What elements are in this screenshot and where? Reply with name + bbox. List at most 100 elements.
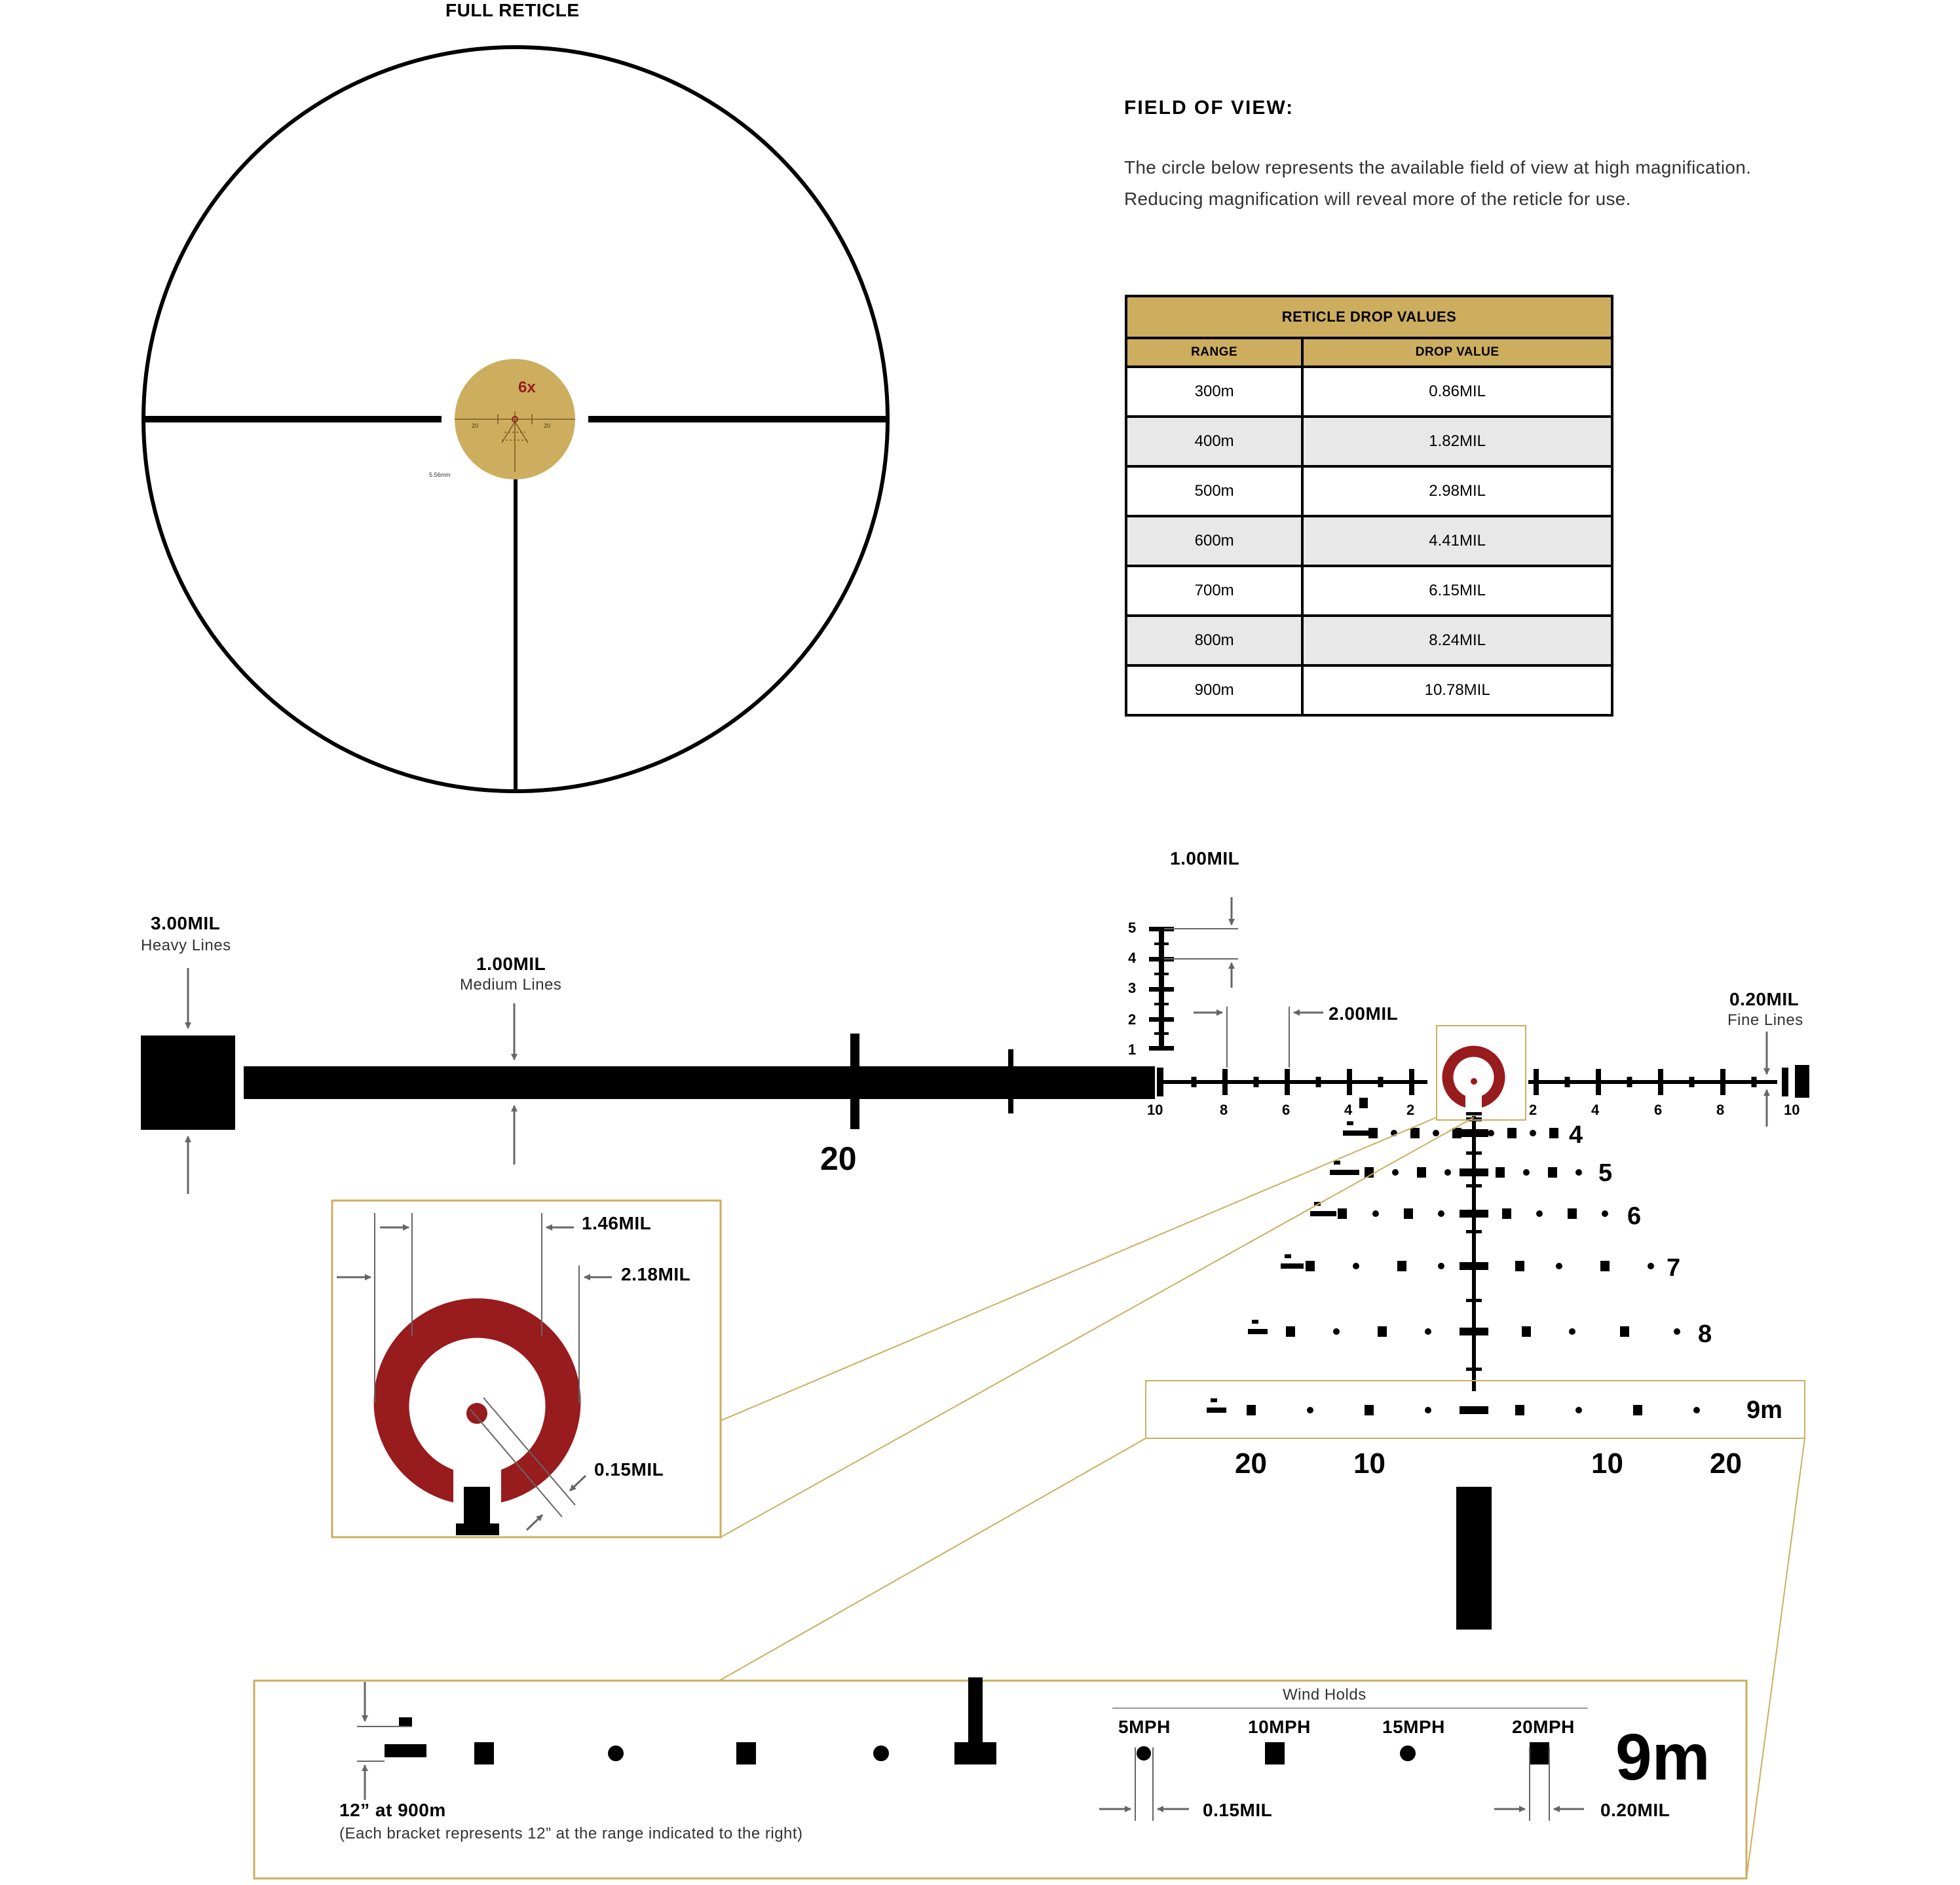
fine-line-label: Fine Lines [1727,1011,1803,1029]
drop-row-dot [1523,1169,1530,1176]
fine-horizontal-right [1528,1080,1777,1084]
right-scale-8: 8 [1716,1102,1725,1118]
vertical-stadia-minor [1154,1032,1169,1035]
wind-speed-5mph: 5MPH [1118,1717,1171,1737]
vertical-stadia-tick [1149,957,1174,961]
drop-row-square [1452,1128,1461,1138]
drop-row-dot [1556,1263,1562,1269]
vertical-scale-5: 5 [1128,920,1137,936]
drop-row-label-6: 6 [1627,1203,1642,1230]
drop-row-bracket [1330,1170,1359,1175]
full-reticle-title: FULL RETICLE [445,0,580,20]
drop-row-square [1378,1326,1387,1337]
caliber-label: 5.56mm [429,472,451,478]
wind-hold-box [253,1380,1805,1880]
drop-row-dot [1693,1407,1700,1413]
drop-row-square [1515,1405,1524,1415]
center-drop-tick [1466,1299,1482,1302]
drop-row-bracket [1343,1130,1376,1136]
zoom-box-frame [331,1199,722,1539]
drop-row-square [1515,1261,1524,1271]
wind-scale-right-10: 10 [1591,1447,1623,1480]
drop-row-dot [1438,1263,1444,1269]
drop-row-square [1633,1405,1642,1415]
drop-row-square [1507,1128,1517,1138]
drop-value: 4.41MIL [1301,515,1613,567]
drop-table-title: RETICLE DROP VALUES [1125,295,1613,339]
drop-row-square [1522,1326,1531,1337]
right-scale-6: 6 [1654,1102,1663,1118]
wind-scale-right-20: 20 [1710,1447,1742,1480]
center-horseshoe-large [373,1298,581,1502]
center-drop-tick [1466,1151,1482,1155]
drop-row-dot [1674,1328,1680,1335]
drop-value: 10.78MIL [1301,664,1613,717]
wind-speed-10mph: 10MPH [1248,1717,1311,1737]
bracket-title: 12” at 900m [339,1800,446,1820]
drop-range: 700m [1124,565,1304,617]
row-9-highlight [1145,1380,1805,1439]
wind-holds-title: Wind Holds [1283,1686,1366,1704]
post-stem [464,1487,490,1526]
center-dot-large [466,1403,487,1424]
horizontal-tick-left [1315,1077,1321,1087]
horizontal-tick-right [1627,1077,1632,1087]
vertical-scale-3: 3 [1128,980,1137,996]
drop-row-dot [1575,1407,1582,1413]
center-vertical-line [1472,1116,1476,1391]
heavy-line-value: 3.00MIL [151,913,221,933]
wind-leader-right [1746,1438,1805,1879]
wind-leader-left [719,1438,1146,1681]
drop-row-square [1404,1208,1413,1219]
medium-line-bar [244,1066,1155,1099]
drop-row-dot [1425,1328,1431,1335]
drop-row-dot [1648,1263,1654,1269]
drop-row-square [1496,1167,1505,1178]
vertical-scale-4: 4 [1128,950,1137,966]
drop-value: 2.98MIL [1301,465,1613,517]
fine-line-value: 0.20MIL [1729,989,1800,1009]
zoom-leader-top [720,1117,1437,1421]
horizontal-tick-right [1751,1077,1757,1087]
medium-line-label: Medium Lines [460,976,562,994]
drop-row-bracket [1281,1263,1304,1269]
right-scale-4: 4 [1591,1102,1600,1118]
wind-box-frame [253,1679,1748,1880]
drop-row-square [1365,1405,1374,1415]
drop-row-square [1568,1208,1577,1219]
horizontal-tick-left [1191,1077,1197,1087]
drop-row-square [1338,1208,1347,1219]
drop-row-bracket-top [1334,1161,1340,1165]
drop-row-square [1417,1167,1426,1178]
vertical-stadia-tick [1149,987,1174,992]
drop-row-center-mark [1460,1129,1488,1137]
drop-row-dot [1425,1407,1431,1413]
vertical-stadia-minor [1154,1003,1169,1005]
left-scale-8: 8 [1220,1102,1228,1118]
drop-row-bracket [1310,1211,1336,1216]
vertical-stadia-minor [1154,942,1169,945]
right-crosshair [588,416,887,422]
drop-row-center-mark [1460,1168,1488,1176]
fine-end-tick-left [1157,1068,1163,1096]
bracket-note: (Each bracket represents 12” at the rang… [339,1825,803,1842]
horizontal-tick-left [1222,1069,1228,1095]
heavy-end-right [1795,1065,1809,1098]
left-scale-10: 10 [1147,1102,1163,1118]
center-drop-tick [1466,1184,1482,1187]
bottom-heavy-post [1456,1487,1492,1630]
medium-line-tick-20 [850,1034,859,1129]
drop-row-square [1549,1128,1558,1138]
vertical-stadia-tick [1149,1017,1174,1022]
fine-end-tick-right [1782,1068,1788,1096]
center-horseshoe-small [1442,1045,1505,1108]
drop-row-square [1397,1261,1406,1271]
horizontal-tick-right [1689,1077,1695,1087]
drop-row-square [1410,1128,1420,1138]
drop-row-center-mark [1460,1406,1488,1414]
wind-5mph-dot [1137,1746,1151,1761]
